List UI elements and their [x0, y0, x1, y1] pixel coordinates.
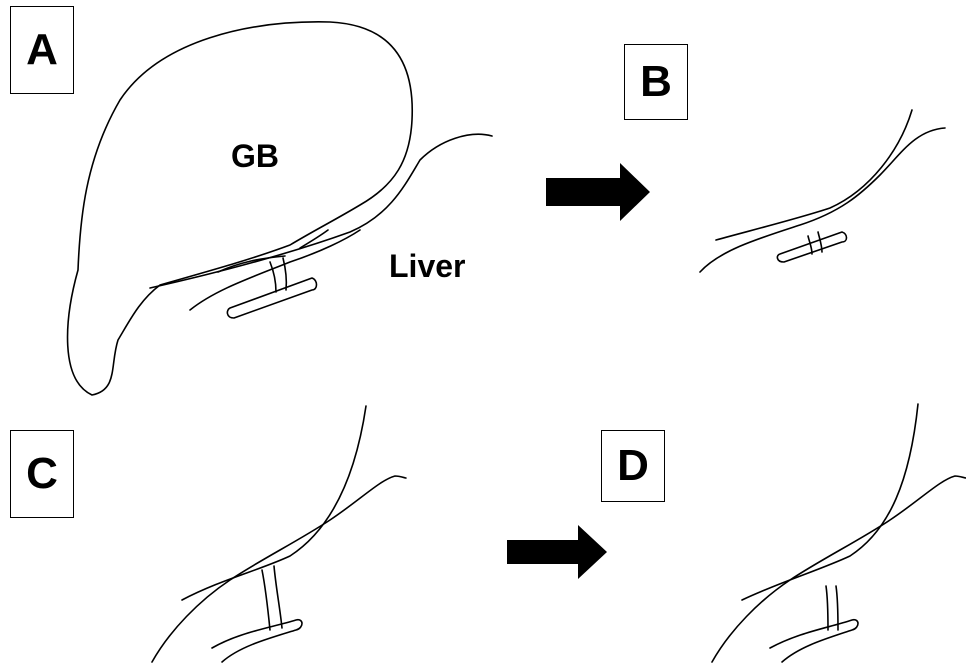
cystic-duct-c: [212, 620, 302, 662]
arrow-c-to-d: [507, 525, 607, 579]
panel-label-a: A: [10, 6, 74, 94]
panel-a-drawing: [68, 22, 492, 395]
duct-stump-c: [262, 566, 282, 630]
liver-edge-c: [152, 476, 406, 662]
arrow-a-to-b: [546, 163, 650, 221]
panel-d-drawing: [712, 404, 966, 662]
gallbladder-label: GB: [231, 140, 279, 172]
liver-bed-line: [190, 230, 360, 310]
gallbladder-outline: [68, 22, 413, 395]
panel-label-b: B: [624, 44, 688, 120]
liver-label: Liver: [389, 250, 465, 282]
cystic-duct-tube: [227, 278, 316, 318]
cystic-duct-clip: [270, 258, 286, 292]
duct-stump-d: [826, 586, 838, 630]
panel-label-c: C: [10, 430, 74, 518]
panel-b-drawing: [700, 110, 945, 272]
panel-c-drawing: [152, 406, 406, 662]
gb-bed-d: [742, 404, 918, 600]
cystic-duct-d: [770, 620, 858, 662]
cystic-duct-b: [777, 232, 846, 262]
panel-label-d: D: [601, 430, 665, 502]
